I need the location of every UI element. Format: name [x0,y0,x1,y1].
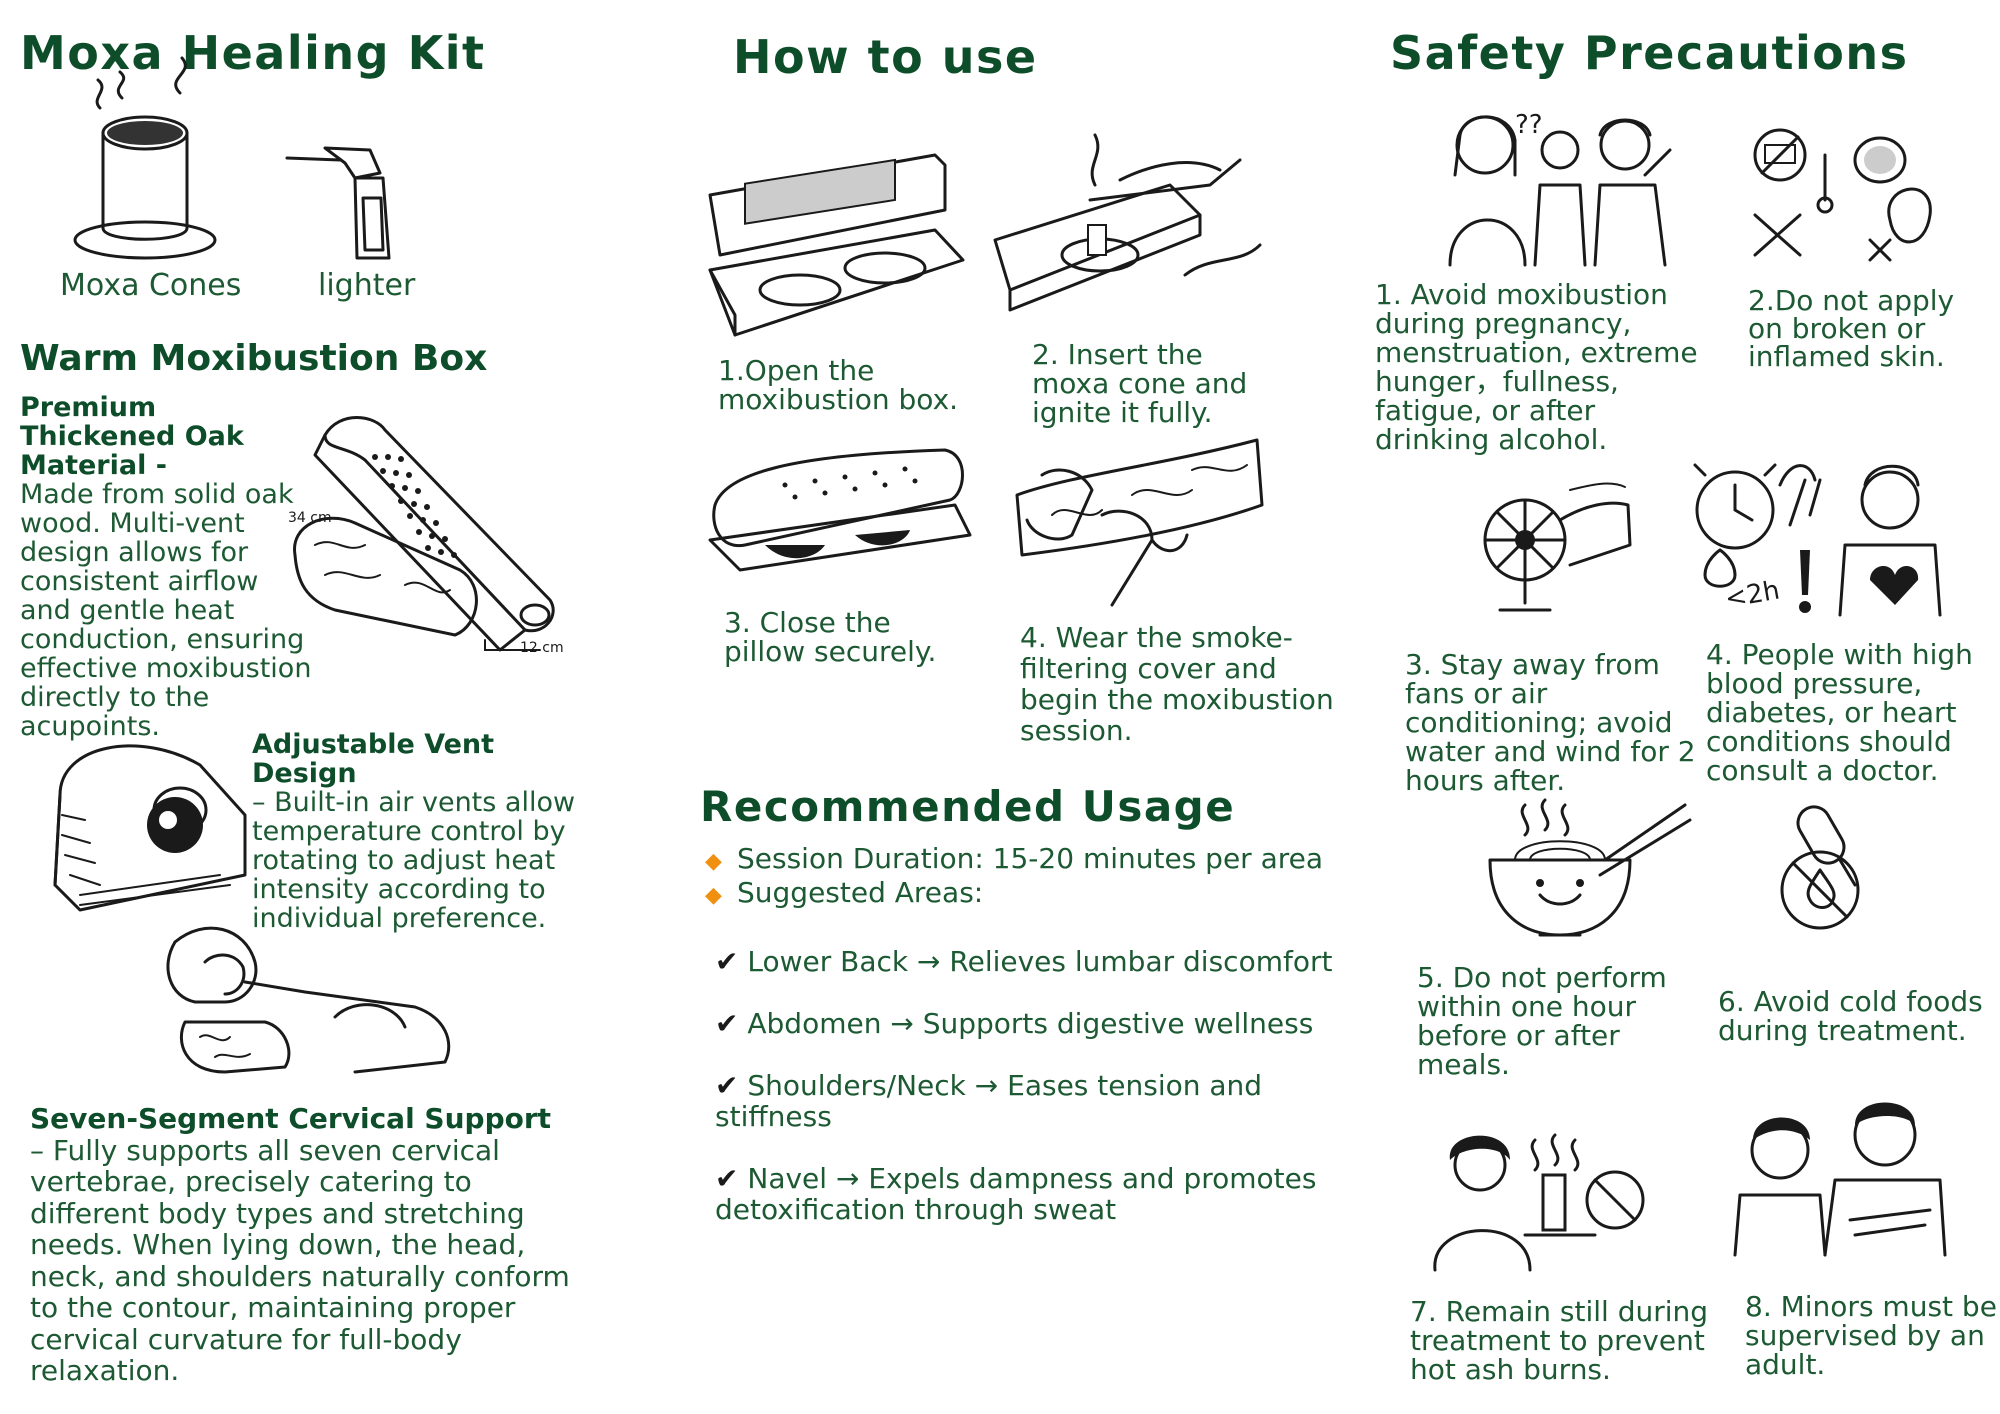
stay-still-icon [1433,1133,1645,1272]
dimension-width: 12 cm [520,640,564,656]
check-icon: ✔ [715,945,739,978]
insert-cone-step-image [993,133,1262,312]
vent-feature: Adjustable Vent Design – Built-in air ve… [252,730,592,933]
safety-item-7: 7. Remain still during treatment to prev… [1410,1295,1709,1386]
clock-health-icon [1693,463,1942,617]
usage-check-text: Shoulders/Neck → Eases tension and stiff… [715,1069,1263,1133]
woman-lying-illustration [166,926,451,1074]
orange-diamond-icon: ◆ [705,883,722,908]
people-unwell-icon [1448,115,1672,267]
usage-bullet: ◆ Session Duration: 15-20 minutes per ar… [705,843,1323,877]
noodle-bowl-icon [1488,798,1692,937]
moxa-cone-icon [73,56,217,260]
minor-supervision-icon [1733,1102,1947,1257]
no-cold-food-icon [1780,805,1860,930]
howto-step-2: 2. Insert the moxa cone and ignite it fu… [1032,338,1248,429]
usage-bullets: ◆ Session Duration: 15-20 minutes per ar… [705,843,1323,911]
usage-check-item: ✔ Navel → Expels dampness and promotes d… [715,1163,1335,1225]
lighter-label: lighter [318,268,416,303]
broken-skin-icon [1753,128,1932,262]
safety-item-8: 8. Minors must be supervised by an adult… [1745,1290,1997,1381]
check-icon: ✔ [715,1069,739,1102]
safety-item-2: 2.Do not apply on broken or inflamed ski… [1748,284,1955,373]
usage-bullet-text: Suggested Areas: [737,876,984,909]
check-icon: ✔ [715,1007,739,1040]
usage-checklist: ✔ Lower Back → Relieves lumbar discomfor… [715,915,1335,1256]
safety-title: Safety Precautions [1390,26,1909,80]
usage-check-item: ✔ Lower Back → Relieves lumbar discomfor… [715,946,1335,977]
kit-title: Moxa Healing Kit [20,26,486,80]
box-heading: Warm Moxibustion Box [20,338,488,379]
cervical-feature-text: – Fully supports all seven cervical vert… [30,1133,570,1387]
vent-illustration [53,744,247,912]
cervical-feature-title: Seven-Segment Cervical Support [30,1102,552,1135]
howto-step-4: 4. Wear the smoke- filtering cover and b… [1020,621,1334,747]
vent-feature-title: Adjustable Vent Design [252,729,495,789]
safety-item-5: 5. Do not perform within one hour before… [1417,961,1667,1081]
usage-bullet: ◆ Suggested Areas: [705,877,1323,911]
dimension-length: 34 cm [288,510,332,526]
howto-step-1: 1.Open the moxibustion box. [718,354,959,416]
oak-feature-text: Made from solid oak wood. Multi-vent des… [20,479,312,742]
orange-diamond-icon: ◆ [705,849,722,874]
safety-item-3: 3. Stay away from fans or air conditioni… [1405,648,1696,797]
howto-step-3: 3. Close the pillow securely. [724,606,937,668]
cervical-feature: Seven-Segment Cervical Support – Fully s… [30,1103,590,1387]
moxa-cones-label: Moxa Cones [60,268,242,303]
lighter-icon [285,146,391,260]
usage-check-text: Lower Back → Relieves lumbar discomfort [747,945,1333,978]
usage-title: Recommended Usage [700,782,1236,831]
safety-item-1: 1. Avoid moxibustion during pregnancy, m… [1375,278,1698,456]
oak-feature: Premium Thickened Oak Material - Made fr… [20,393,315,741]
usage-check-text: Abdomen → Supports digestive wellness [747,1007,1314,1040]
question-marks: ?? [1515,110,1543,140]
safety-item-4: 4. People with high blood pressure, diab… [1706,638,1973,787]
cover-step-image [1015,438,1264,607]
fan-ac-icon [1483,482,1632,612]
usage-check-item: ✔ Abdomen → Supports digestive wellness [715,1008,1335,1039]
open-box-step-image [708,153,965,337]
oak-feature-title: Premium Thickened Oak Material - [20,392,244,481]
safety-item-6: 6. Avoid cold foods during treatment. [1718,985,1983,1047]
usage-bullet-text: Session Duration: 15-20 minutes per area [737,842,1324,875]
usage-check-text: Navel → Expels dampness and promotes det… [715,1162,1317,1226]
howto-title: How to use [733,30,1038,84]
check-icon: ✔ [715,1162,739,1195]
moxibustion-box-illustration [293,416,555,652]
close-pillow-step-image [708,448,972,572]
usage-check-item: ✔ Shoulders/Neck → Eases tension and sti… [715,1070,1335,1132]
vent-feature-text: – Built-in air vents allow temperature c… [252,787,576,934]
